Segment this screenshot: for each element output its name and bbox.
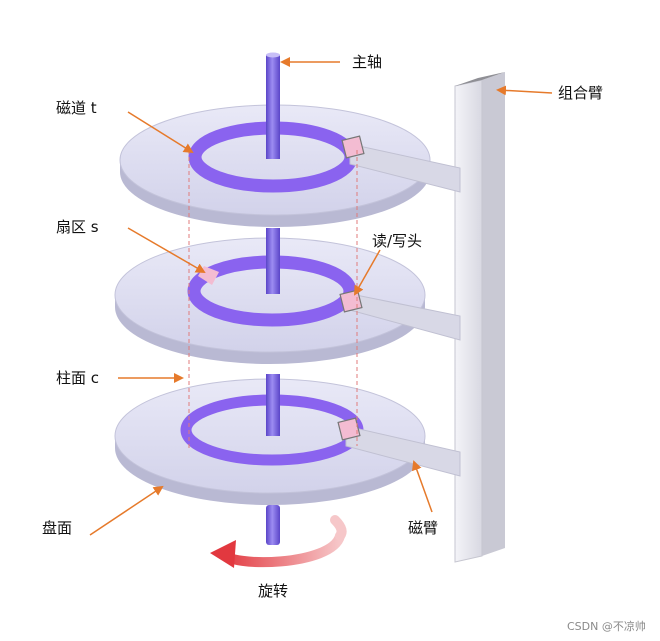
actuator-column xyxy=(455,72,505,562)
label-rotation: 旋转 xyxy=(258,582,288,600)
arrow-actuator xyxy=(498,90,552,93)
watermark: CSDN @不凉帅 xyxy=(567,619,646,633)
label-cylinder: 柱面 c xyxy=(56,369,99,387)
arrow-platter xyxy=(90,487,162,535)
label-platter: 盘面 xyxy=(42,519,72,537)
platter-1 xyxy=(120,105,460,227)
label-sector: 扇区 s xyxy=(56,218,99,236)
label-track: 磁道 t xyxy=(56,99,97,117)
spindle-bottom xyxy=(266,505,280,545)
label-head: 读/写头 xyxy=(372,232,422,250)
platter-3 xyxy=(115,374,460,505)
label-spindle: 主轴 xyxy=(352,53,382,71)
label-actuator: 组合臂 xyxy=(558,84,603,102)
arrow-arm xyxy=(414,462,432,512)
spindle-top xyxy=(266,53,280,160)
label-arm: 磁臂 xyxy=(408,519,438,537)
